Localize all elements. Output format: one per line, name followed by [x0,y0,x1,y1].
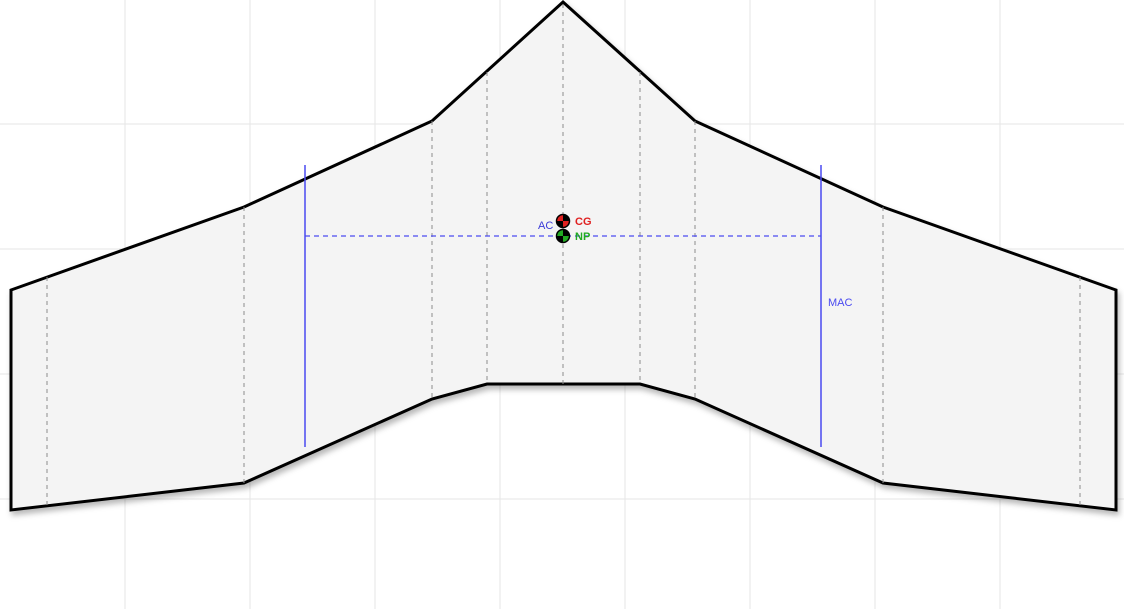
ac-label: AC [538,220,553,232]
rib-lines [46,72,1081,506]
np-label: NP [575,231,590,243]
cg-marker[interactable] [555,213,571,229]
mac-label: MAC [828,297,853,309]
np-marker[interactable] [555,228,571,244]
cg-label: CG [575,216,592,228]
